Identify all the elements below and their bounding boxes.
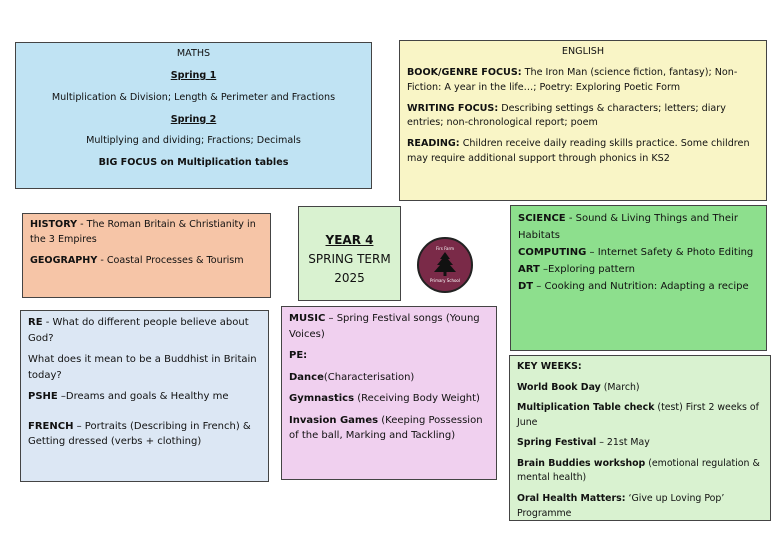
music-label: MUSIC bbox=[289, 313, 326, 324]
maths-panel: MATHS Spring 1 Multiplication & Division… bbox=[15, 42, 372, 189]
item-label: Oral Health Matters: bbox=[517, 493, 626, 505]
pshe-text: –Dreams and goals & Healthy me bbox=[57, 391, 229, 402]
dance-label: Dance bbox=[289, 371, 324, 383]
big-focus: BIG FOCUS on Multiplication tables bbox=[98, 157, 289, 169]
dance-text: (Characterisation) bbox=[323, 371, 415, 383]
key-weeks-panel: KEY WEEKS: World Book Day (March) Multip… bbox=[509, 355, 771, 521]
maths-title: MATHS bbox=[176, 48, 211, 59]
invasion-text: (Keeping Possession of the ball, Marking… bbox=[289, 414, 483, 442]
dt-label: DT bbox=[518, 281, 534, 292]
writing-text: Describing settings & characters; letter… bbox=[407, 102, 726, 129]
science-panel: SCIENCE - Sound & Living Things and Thei… bbox=[510, 205, 767, 351]
invasion-label: Invasion Games bbox=[289, 414, 379, 426]
re-panel: RE - What do different people believe ab… bbox=[20, 310, 269, 482]
art-label: ART bbox=[518, 264, 540, 275]
spring2-heading: Spring 2 bbox=[170, 113, 217, 125]
music-text: – Spring Festival songs (Young Voices) bbox=[289, 313, 480, 340]
item-text: (March) bbox=[600, 381, 640, 393]
art-text: –Exploring pattern bbox=[539, 264, 635, 275]
spring1-heading: Spring 1 bbox=[170, 69, 217, 81]
re-text: - What do different people believe about… bbox=[28, 317, 249, 344]
history-label: HISTORY bbox=[30, 219, 78, 230]
item-text: (test) First 2 weeks of June bbox=[517, 402, 759, 428]
item-label: World Book Day bbox=[517, 381, 601, 393]
item-text: (emotional regulation & mental health) bbox=[517, 457, 760, 484]
computing-label: COMPUTING bbox=[518, 247, 587, 258]
item-label: Spring Festival bbox=[517, 437, 597, 449]
reading-label: READING: bbox=[407, 138, 460, 150]
reading-text: Children receive daily reading skills pr… bbox=[407, 138, 750, 165]
book-label: BOOK/GENRE FOCUS: bbox=[407, 66, 522, 78]
item-text: ‘Give up Loving Pop’ Programme bbox=[517, 493, 725, 519]
tree-icon bbox=[434, 252, 456, 276]
english-panel: ENGLISH BOOK/GENRE FOCUS: The Iron Man (… bbox=[399, 40, 767, 201]
list-item: Oral Health Matters: ‘Give up Loving Pop… bbox=[517, 492, 763, 521]
pshe-label: PSHE bbox=[28, 391, 58, 402]
year-heading: YEAR 4 bbox=[325, 233, 374, 247]
re-label: RE bbox=[28, 317, 43, 328]
gym-text: (Receiving Body Weight) bbox=[354, 393, 480, 404]
pe-label: PE: bbox=[289, 350, 308, 361]
geography-label: GEOGRAPHY bbox=[30, 254, 98, 266]
list-item: Multiplication Table check (test) First … bbox=[517, 401, 763, 430]
logo-bottom-text: Primary School bbox=[429, 278, 460, 283]
spring1-text: Multiplication & Division; Length & Peri… bbox=[51, 91, 336, 103]
year-number: 2025 bbox=[334, 271, 365, 286]
item-text: – 21st May bbox=[596, 437, 650, 449]
science-label: SCIENCE bbox=[518, 213, 566, 224]
geography-text: - Coastal Processes & Tourism bbox=[97, 254, 244, 266]
book-text: The Iron Man (science fiction, fantasy);… bbox=[407, 66, 738, 93]
history-text: - The Roman Britain & Christianity in th… bbox=[30, 219, 256, 245]
school-logo: Firs Farm Primary School bbox=[417, 237, 473, 293]
list-item: Brain Buddies workshop (emotional regula… bbox=[517, 457, 763, 486]
spring2-text: Multiplying and dividing; Fractions; Dec… bbox=[86, 135, 301, 147]
term-text: SPRING TERM bbox=[308, 252, 391, 267]
english-title: ENGLISH bbox=[561, 46, 605, 57]
item-label: Brain Buddies workshop bbox=[517, 457, 646, 469]
french-text: – Portraits (Describing in French) & Get… bbox=[28, 420, 251, 448]
french-label: FRENCH bbox=[28, 420, 74, 432]
music-pe-panel: MUSIC – Spring Festival songs (Young Voi… bbox=[281, 306, 497, 480]
writing-label: WRITING FOCUS: bbox=[407, 102, 499, 114]
dt-text: – Cooking and Nutrition: Adapting a reci… bbox=[533, 281, 749, 292]
title-panel: YEAR 4 SPRING TERM 2025 bbox=[298, 206, 401, 301]
computing-text: – Internet Safety & Photo Editing bbox=[586, 247, 754, 258]
key-weeks-title: KEY WEEKS: bbox=[517, 361, 582, 372]
item-label: Multiplication Table check bbox=[517, 402, 655, 414]
humanities-panel: HISTORY - The Roman Britain & Christiani… bbox=[22, 213, 271, 298]
list-item: World Book Day (March) bbox=[517, 381, 763, 396]
list-item: Spring Festival – 21st May bbox=[517, 436, 763, 451]
gym-label: Gymnastics bbox=[289, 393, 355, 404]
re-question: What does it mean to be a Buddhist in Br… bbox=[28, 354, 257, 381]
logo-top-text: Firs Farm bbox=[436, 246, 454, 251]
science-text: - Sound & Living Things and Their Habita… bbox=[518, 213, 738, 241]
